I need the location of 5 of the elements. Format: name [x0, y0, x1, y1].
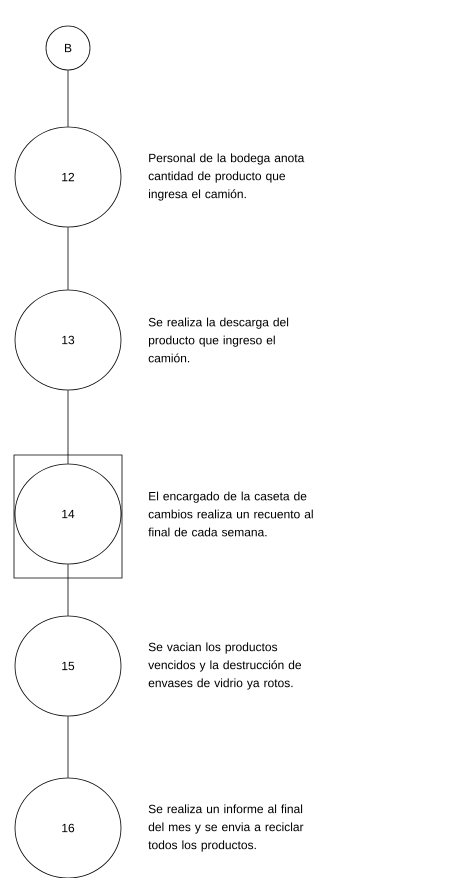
step-description: Se realiza la descarga del producto que ingreso el camión.	[148, 318, 288, 362]
step-description: Se vacian los productos vencidos y la destrucción de envases de vidrio ya rotos.	[148, 642, 302, 690]
step-description: Personal de la bodega anota cantidad de producto que ingresa el camión.	[148, 153, 304, 201]
step-description: Se realiza un informe al final del mes y se envia a reciclar todos los productos.	[148, 804, 304, 852]
step-description: El encargado de la caseta de cambios realiza un recuento al final de cada semana.	[148, 492, 313, 536]
